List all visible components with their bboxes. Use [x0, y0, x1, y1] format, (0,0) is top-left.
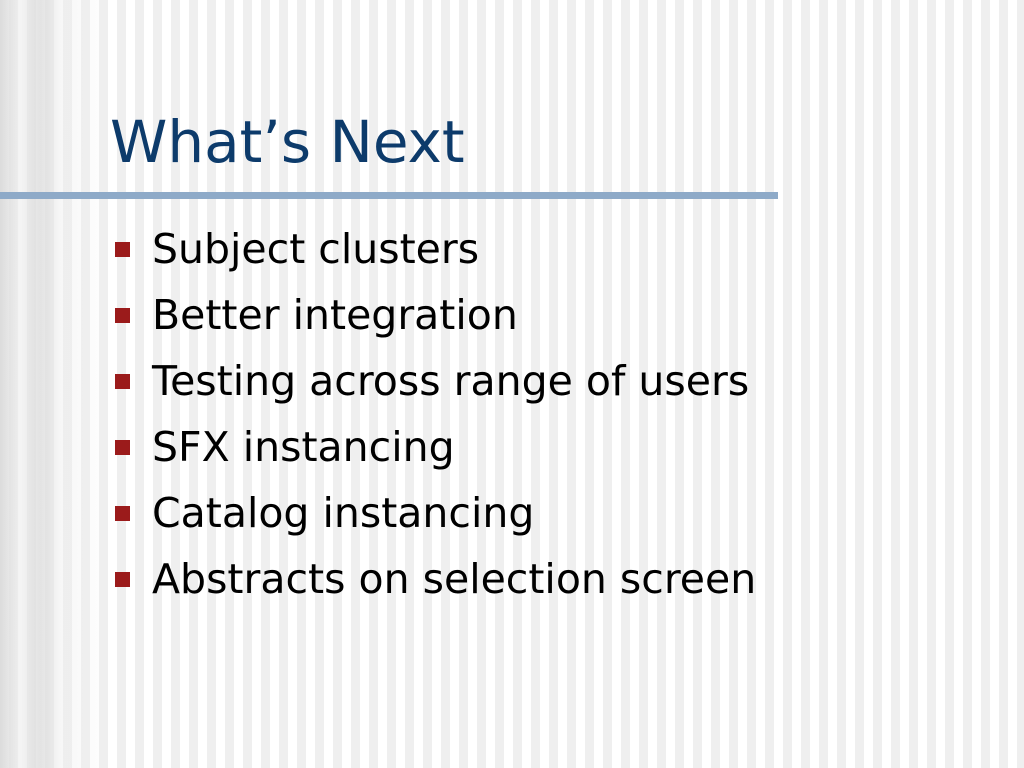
- bullet-item-sfx-instancing: SFX instancing: [115, 414, 756, 480]
- slide-title: What’s Next: [110, 108, 465, 176]
- bullet-item-testing: Testing across range of users: [115, 348, 756, 414]
- bullet-item-abstracts: Abstracts on selection screen: [115, 546, 756, 612]
- bullet-list: Subject clusters Better integration Test…: [115, 216, 756, 612]
- bullet-text: Subject clusters: [152, 225, 480, 273]
- bullet-text: Catalog instancing: [152, 489, 535, 537]
- square-bullet-icon: [115, 439, 130, 455]
- bullet-text: Better integration: [152, 291, 518, 339]
- square-bullet-icon: [115, 571, 130, 587]
- bullet-text: Abstracts on selection screen: [152, 555, 757, 603]
- bullet-item-subject-clusters: Subject clusters: [115, 216, 756, 282]
- square-bullet-icon: [115, 505, 130, 521]
- bullet-item-better-integration: Better integration: [115, 282, 756, 348]
- square-bullet-icon: [115, 307, 130, 323]
- bullet-item-catalog-instancing: Catalog instancing: [115, 480, 756, 546]
- square-bullet-icon: [115, 241, 130, 257]
- title-divider: [0, 192, 778, 199]
- bullet-text: Testing across range of users: [152, 357, 750, 405]
- bullet-text: SFX instancing: [152, 423, 455, 471]
- square-bullet-icon: [115, 373, 130, 389]
